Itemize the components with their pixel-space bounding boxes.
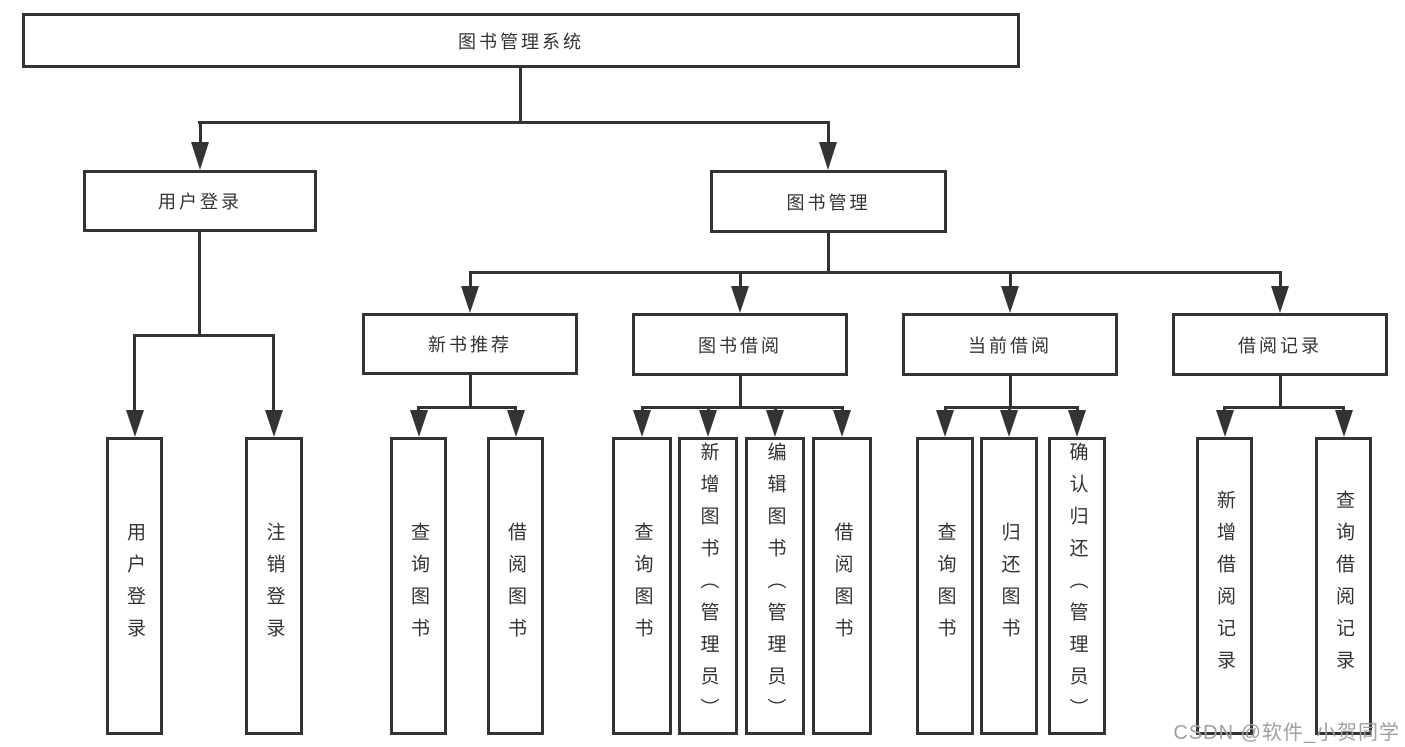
connector-drop-borrow2 — [841, 406, 844, 413]
leaf-query-books-borrowing: 查询图书 — [612, 437, 672, 735]
connector-drop-leaf-user-login — [133, 334, 136, 412]
arrowhead-new-book — [461, 286, 479, 313]
leaf-edit-books-admin: 编辑图书（管理员） — [745, 437, 805, 735]
leaf-add-books-admin: 新增图书（管理员） — [678, 437, 738, 735]
leaf-logout: 注销登录 — [245, 437, 303, 735]
arrowhead-borrow2 — [833, 410, 851, 437]
arrowhead-confirm-return — [1068, 410, 1086, 437]
connector-root-branch — [198, 121, 830, 124]
arrowhead-query2 — [633, 410, 651, 437]
connector-drop-edit-books — [774, 406, 777, 413]
leaf-query-borrow-record: 查询借阅记录 — [1315, 437, 1372, 735]
connector-root-stem — [519, 68, 522, 124]
node-new-book-recommend-label: 新书推荐 — [428, 335, 512, 355]
leaf-edit-books-admin-label: 编辑图书（管理员） — [764, 442, 786, 730]
connector-book-management-branch — [469, 271, 1282, 274]
connector-drop-book-borrowing — [739, 271, 742, 289]
node-borrowing-records-label: 借阅记录 — [1238, 335, 1322, 356]
arrowhead-query-record — [1335, 410, 1353, 437]
leaf-add-borrow-record-label: 新增借阅记录 — [1214, 490, 1235, 682]
connector-drop-return-books — [1008, 406, 1011, 413]
node-user-login-label: 用户登录 — [158, 192, 242, 212]
connector-drop-borrow1 — [514, 406, 517, 413]
node-library-system: 图书管理系统 — [22, 13, 1020, 68]
node-book-management: 图书管理 — [710, 170, 947, 233]
node-book-borrowing: 图书借阅 — [632, 313, 848, 376]
arrowhead-leaf-user-login — [126, 410, 144, 437]
leaf-return-books: 归还图书 — [980, 437, 1038, 735]
leaf-query-books-borrowing-label: 查询图书 — [631, 522, 653, 650]
connector-drop-query3 — [944, 406, 947, 413]
connector-drop-borrowing-records — [1279, 271, 1282, 289]
arrowhead-current-borrowing — [1001, 286, 1019, 313]
connector-current-borrowing-branch — [944, 406, 1079, 409]
leaf-borrow-books-label: 借阅图书 — [831, 522, 853, 650]
arrowhead-query1 — [410, 410, 428, 437]
leaf-user-login: 用户登录 — [106, 437, 163, 735]
connector-drop-query1 — [417, 406, 420, 413]
node-book-borrowing-label: 图书借阅 — [698, 335, 782, 356]
connector-drop-add-record — [1223, 406, 1226, 413]
connector-current-borrowing-stem — [1009, 376, 1012, 409]
connector-drop-query2 — [641, 406, 644, 413]
connector-borrowing-records-branch — [1223, 406, 1345, 409]
connector-user-login-stem — [198, 232, 201, 337]
node-new-book-recommend: 新书推荐 — [362, 313, 578, 375]
leaf-borrow-books-recommend: 借阅图书 — [487, 437, 544, 735]
leaf-query-books-recommend-label: 查询图书 — [408, 522, 429, 650]
csdn-watermark: CSDN @软件_小贺同学 — [1173, 722, 1400, 744]
leaf-add-borrow-record: 新增借阅记录 — [1196, 437, 1253, 735]
arrowhead-add-books — [699, 410, 717, 437]
connector-user-login-branch — [133, 334, 275, 337]
connector-book-borrowing-branch — [641, 406, 844, 409]
connector-new-book-stem — [469, 375, 472, 409]
arrowhead-borrowing-records — [1271, 286, 1289, 313]
arrowhead-book-management — [819, 142, 837, 170]
leaf-user-login-label: 用户登录 — [124, 522, 145, 650]
leaf-query-borrow-record-label: 查询借阅记录 — [1333, 490, 1354, 682]
connector-drop-user-login — [199, 121, 202, 144]
arrowhead-leaf-logout — [265, 410, 283, 437]
node-current-borrowing: 当前借阅 — [902, 313, 1118, 376]
leaf-query-books-recommend: 查询图书 — [390, 437, 447, 735]
arrowhead-borrow1 — [507, 410, 525, 437]
leaf-confirm-return-admin: 确认归还（管理员） — [1048, 437, 1106, 735]
leaf-logout-label: 注销登录 — [263, 522, 285, 650]
node-borrowing-records: 借阅记录 — [1172, 313, 1388, 376]
connector-book-management-stem — [827, 233, 830, 273]
connector-drop-new-book — [469, 271, 472, 289]
connector-drop-add-books — [707, 406, 710, 413]
node-library-system-label: 图书管理系统 — [458, 31, 584, 52]
leaf-query-books-current: 查询图书 — [916, 437, 974, 735]
leaf-borrow-books-recommend-label: 借阅图书 — [505, 522, 526, 650]
connector-drop-current-borrowing — [1009, 271, 1012, 289]
arrowhead-query3 — [936, 410, 954, 437]
leaf-return-books-label: 归还图书 — [998, 522, 1020, 650]
node-book-management-label: 图书管理 — [786, 192, 871, 213]
leaf-confirm-return-admin-label: 确认归还（管理员） — [1066, 442, 1088, 730]
connector-new-book-branch — [417, 406, 517, 409]
connector-drop-confirm-return — [1076, 406, 1079, 413]
leaf-borrow-books: 借阅图书 — [812, 437, 872, 735]
arrowhead-add-record — [1216, 410, 1234, 437]
arrowhead-return-books — [1000, 410, 1018, 437]
arrowhead-user-login — [191, 142, 209, 170]
leaf-add-books-admin-label: 新增图书（管理员） — [697, 442, 719, 730]
connector-drop-leaf-logout — [272, 334, 275, 412]
leaf-query-books-current-label: 查询图书 — [934, 522, 956, 650]
node-current-borrowing-label: 当前借阅 — [968, 335, 1052, 356]
connector-borrowing-records-stem — [1279, 376, 1282, 409]
node-user-login: 用户登录 — [83, 170, 317, 232]
connector-drop-query-record — [1342, 406, 1345, 413]
arrowhead-edit-books — [766, 410, 784, 437]
connector-drop-book-management — [827, 121, 830, 144]
connector-book-borrowing-stem — [739, 376, 742, 409]
arrowhead-book-borrowing — [731, 286, 749, 313]
